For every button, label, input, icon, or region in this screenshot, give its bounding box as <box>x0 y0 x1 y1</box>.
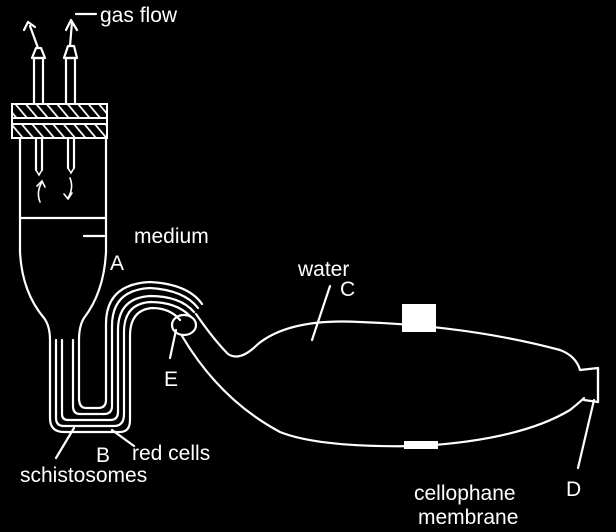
culture-vessel-a <box>18 136 122 434</box>
water-vessel-c <box>194 312 582 372</box>
leader-schistosomes <box>54 426 76 460</box>
label-a: A <box>110 252 124 275</box>
bottom-port <box>404 441 438 449</box>
inner-gas-tubes <box>34 136 76 177</box>
gas-circulation-arrows <box>36 177 73 203</box>
leader-red-cells <box>110 428 136 448</box>
label-e: E <box>164 368 178 391</box>
label-gas-flow: gas flow <box>100 4 178 27</box>
label-cellophane: cellophane <box>414 482 516 505</box>
leader-water-c <box>310 284 332 342</box>
label-red-cells-text: red cells <box>132 442 210 465</box>
label-medium: medium <box>134 225 209 248</box>
cellophane-membrane-end <box>578 366 600 404</box>
label-c: C <box>340 278 355 301</box>
label-b: B <box>96 444 110 467</box>
u-tube <box>54 280 204 434</box>
rubber-stopper <box>11 103 108 139</box>
gas-inlet-tubes <box>22 18 79 108</box>
leader-e <box>168 328 178 360</box>
label-water: water <box>297 258 349 281</box>
label-d: D <box>566 478 581 501</box>
label-schistosomes: schistosomes <box>20 464 147 487</box>
label-membrane: membrane <box>418 506 518 529</box>
top-port <box>402 304 436 332</box>
leader-d <box>576 398 596 470</box>
air-bubble-e <box>170 313 198 337</box>
